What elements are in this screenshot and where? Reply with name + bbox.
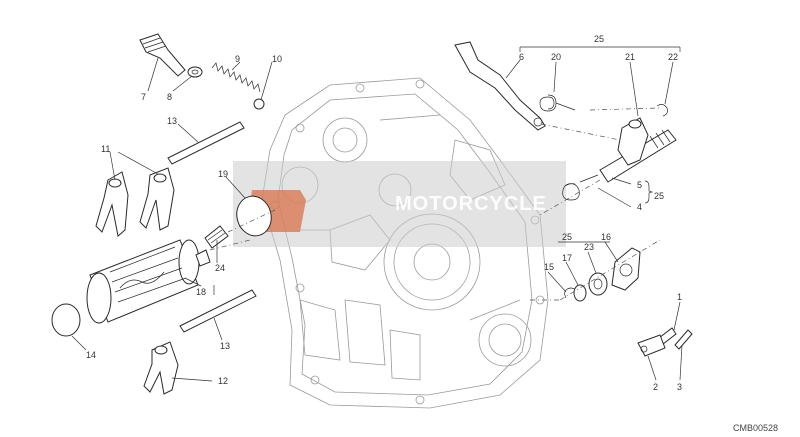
callout-15: 15	[544, 262, 554, 272]
callout-17: 17	[562, 253, 572, 263]
callout-25-right: 25	[654, 191, 664, 201]
part-2-stop-lever	[637, 334, 666, 357]
callout-8: 8	[167, 92, 172, 102]
part-9-spring	[211, 62, 261, 93]
part-11-shift-forks	[95, 167, 175, 237]
callout-9: 9	[235, 54, 240, 64]
callout-20: 20	[551, 52, 561, 62]
drawing-code: CMB00528	[733, 423, 778, 433]
part-13-fork-shaft-upper	[167, 121, 245, 165]
callout-labels: 7 8 9 10 13 11 19 24 18 14 13 12 25 6 20…	[86, 34, 682, 392]
part-3-pin	[674, 329, 693, 350]
part-6-shift-lever	[454, 41, 546, 131]
part-12-shift-fork	[143, 341, 179, 395]
watermark-text: MOTORCYCLE	[395, 193, 547, 215]
callout-4: 4	[637, 202, 642, 212]
callout-23: 23	[584, 242, 594, 252]
callout-7: 7	[141, 92, 146, 102]
callout-13-upper: 13	[167, 116, 177, 126]
callout-6: 6	[519, 52, 524, 62]
callout-22: 22	[668, 52, 678, 62]
callout-5: 5	[637, 180, 642, 190]
part-19-o-ring	[236, 195, 272, 237]
callout-3: 3	[677, 382, 682, 392]
assembly-lines	[209, 107, 661, 301]
part-17-washer	[573, 284, 587, 302]
part-10-ball	[253, 98, 265, 110]
callout-14: 14	[86, 350, 96, 360]
part-18-selector-drum	[86, 239, 211, 324]
part-24-detent-bolt	[204, 225, 229, 249]
leader-lines	[71, 46, 683, 382]
callout-2: 2	[653, 382, 658, 392]
part-5-selector-shaft	[599, 117, 677, 183]
callout-18: 18	[196, 287, 206, 297]
part-16-shift-plate	[611, 247, 641, 291]
callout-13-lower: 13	[220, 341, 230, 351]
callout-11: 11	[101, 144, 110, 154]
part-14-o-ring	[51, 303, 81, 337]
callout-25-top: 25	[594, 34, 604, 44]
watermark: MOTORCYCLE	[233, 161, 566, 247]
callout-25-mid: 25	[562, 232, 572, 242]
callout-21: 21	[625, 52, 635, 62]
part-23-washer	[588, 272, 608, 296]
callout-10: 10	[272, 54, 282, 64]
callout-16: 16	[601, 232, 611, 242]
part-22-circlip	[656, 104, 668, 117]
part-4-return-spring	[562, 174, 599, 201]
callout-24: 24	[215, 263, 225, 273]
callout-12: 12	[218, 376, 228, 386]
part-20-spring	[539, 94, 576, 112]
part-7-shaft-pin	[139, 33, 186, 77]
callout-19: 19	[218, 169, 228, 179]
part-13-fork-shaft-lower	[179, 289, 257, 333]
callout-1: 1	[677, 292, 682, 302]
part-8-washer	[187, 66, 203, 78]
